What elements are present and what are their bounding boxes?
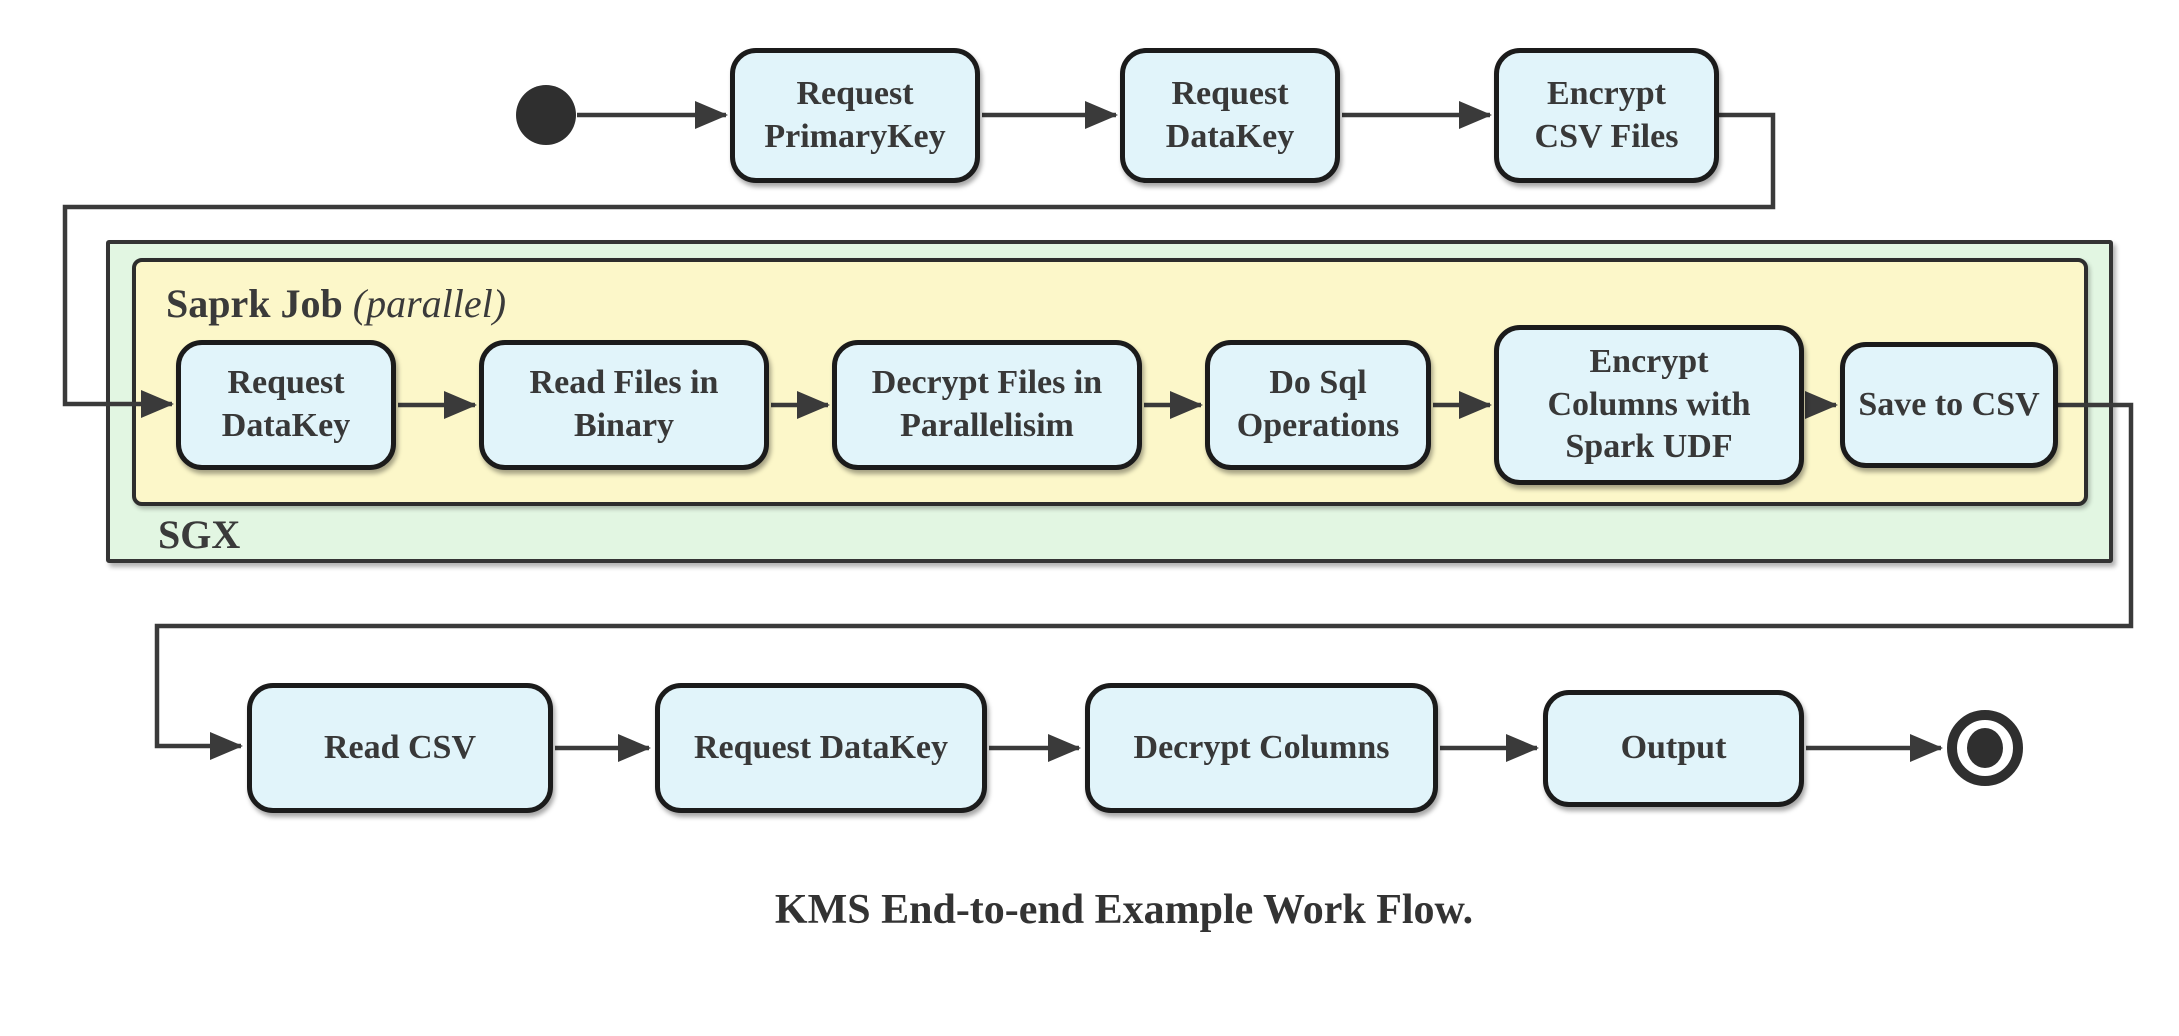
node-do-sql-operations: Do Sql Operations — [1205, 340, 1431, 470]
node-encrypt-csv-files: Encrypt CSV Files — [1494, 48, 1719, 183]
diagram-caption: KMS End-to-end Example Work Flow. — [774, 887, 1474, 933]
spark-job-label: Saprk Job (parallel) — [166, 280, 506, 327]
node-output: Output — [1543, 690, 1804, 807]
node-request-datakey-client: Request DataKey — [655, 683, 987, 813]
node-decrypt-columns: Decrypt Columns — [1085, 683, 1438, 813]
node-encrypt-columns-with-spark-udf: Encrypt Columns with Spark UDF — [1494, 325, 1804, 485]
spark-job-qualifier: (parallel) — [352, 281, 507, 326]
node-save-to-csv: Save to CSV — [1840, 342, 2058, 468]
node-request-datakey-sgx: Request DataKey — [176, 340, 396, 470]
spark-job-title: Saprk Job — [166, 281, 343, 326]
final-state-inner-dot — [1967, 728, 2003, 768]
initial-state-node — [516, 85, 576, 145]
node-decrypt-files-in-parallelisim: Decrypt Files in Parallelisim — [832, 340, 1142, 470]
edge-encrypt-csv-files-to-sgx-request-datakey — [62, 112, 1776, 418]
final-state-node — [1947, 710, 2023, 786]
sgx-label: SGX — [158, 512, 241, 557]
node-read-files-in-binary: Read Files in Binary — [479, 340, 769, 470]
node-request-primarykey: Request PrimaryKey — [730, 48, 980, 183]
node-read-csv: Read CSV — [247, 683, 553, 813]
edge-save-to-csv-to-read-csv — [154, 402, 2134, 760]
node-request-datakey-top: Request DataKey — [1120, 48, 1340, 183]
